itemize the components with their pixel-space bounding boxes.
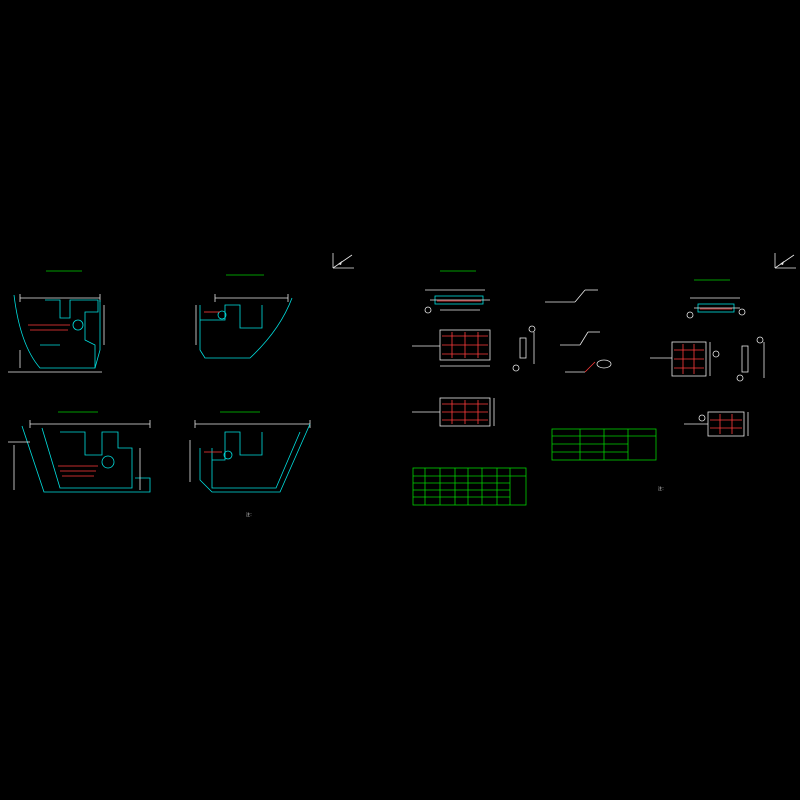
rebar-grid-d [684,411,749,437]
rebar-grid-a [412,329,491,367]
rebar-grid-b [412,397,495,427]
left-sheet: 注： [8,253,354,517]
section-view-1 [8,270,105,373]
notes-heading: 注： [246,511,254,517]
rebar-section-b [736,336,765,382]
section-view-3 [8,411,151,493]
north-arrow-right [774,253,796,269]
section-view-2 [195,274,293,359]
right-sheet: 注： [412,253,796,506]
rebar-section-a [512,325,536,372]
quantity-table-large [551,428,657,461]
rebar-grid-c [650,341,720,377]
quantity-table-small [412,467,527,506]
notes-heading: 注： [658,485,666,491]
beam-elevation-a [424,289,490,314]
section-view-4 [189,411,311,493]
beam-elevation-b [686,297,746,319]
bar-bend-details [545,289,612,373]
north-arrow-left [332,253,354,269]
